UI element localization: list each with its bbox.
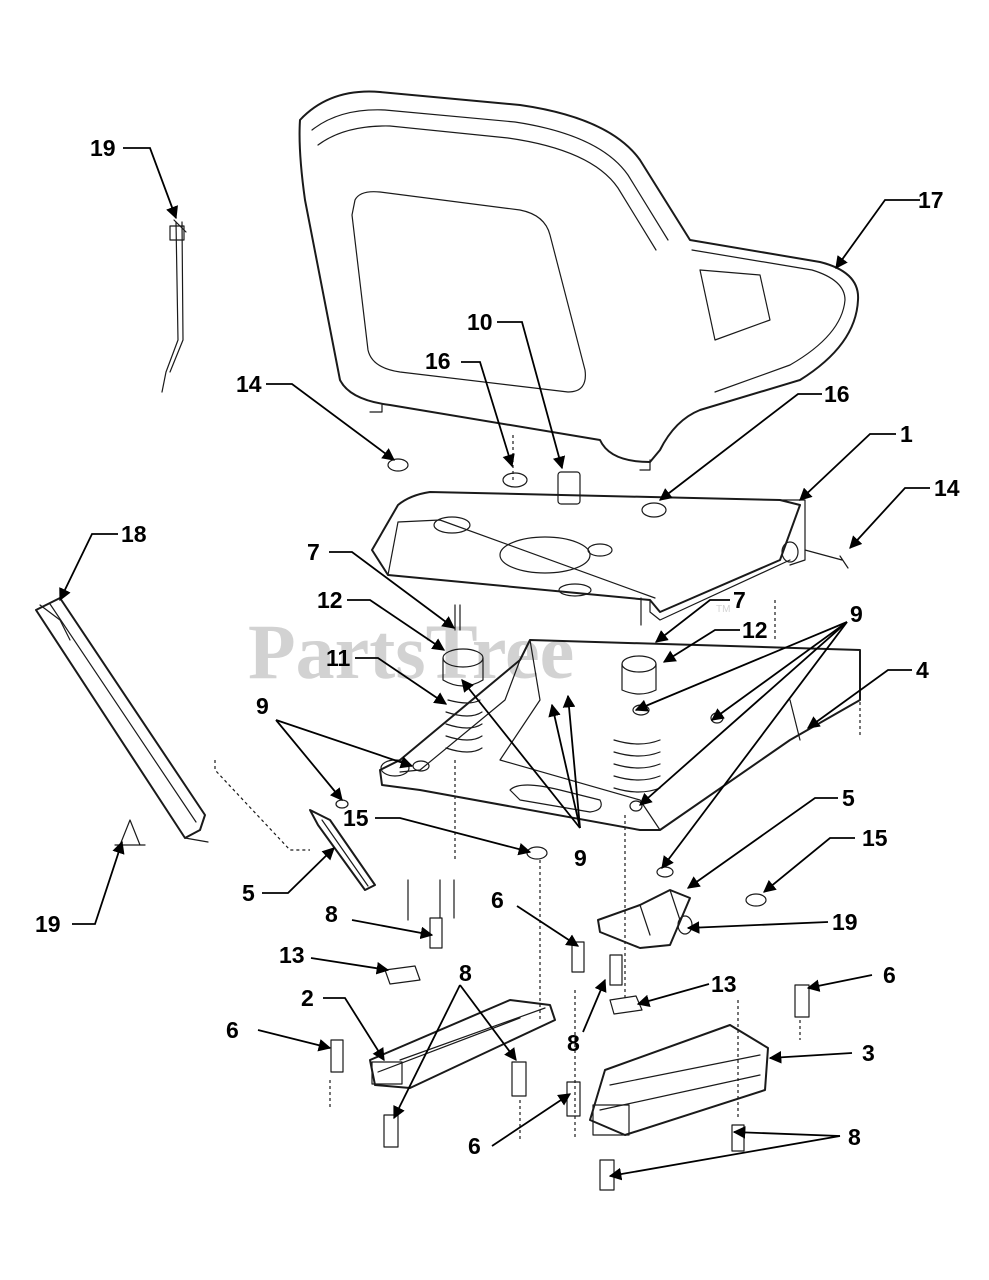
callout-11: 11 (326, 645, 351, 671)
callout-19-top: 19 (90, 135, 116, 161)
seat-pan-part (371, 491, 806, 621)
callout-7-right: 7 (733, 587, 746, 613)
bolts-part-6-8-13 (330, 879, 810, 1191)
bracket-part-5-right (597, 889, 693, 949)
callout-leaders (59, 147, 930, 1181)
watermark-trademark: TM (716, 604, 730, 615)
callout-5-right: 5 (842, 785, 855, 811)
callout-16-right: 16 (824, 381, 850, 407)
callout-19-left: 19 (35, 911, 61, 937)
callout-14-left: 14 (236, 371, 262, 397)
callout-13-left: 13 (279, 942, 305, 968)
callout-6-center: 6 (491, 887, 504, 913)
assembly-guide-lines (214, 435, 861, 1140)
callout-12-right: 12 (742, 617, 768, 643)
slide-rail-part-2 (369, 999, 556, 1089)
seat-rail-part-18 (35, 597, 209, 843)
callout-3: 3 (862, 1040, 875, 1066)
callout-12-left: 12 (317, 587, 343, 613)
callout-8-center: 8 (567, 1030, 580, 1056)
callout-9-center: 9 (574, 845, 587, 871)
callout-16-left: 16 (425, 348, 451, 374)
callout-19-right: 19 (832, 909, 858, 935)
callout-6-right: 6 (883, 962, 896, 988)
callout-6-bottom: 6 (468, 1133, 481, 1159)
callout-15-left: 15 (343, 805, 369, 831)
callout-13-right: 13 (711, 971, 737, 997)
callout-18: 18 (121, 521, 147, 547)
callout-10: 10 (467, 309, 493, 335)
callout-7-left: 7 (307, 539, 320, 565)
callout-9-left: 9 (256, 693, 269, 719)
slide-rail-part-3 (589, 1024, 769, 1136)
callout-6-left: 6 (226, 1017, 239, 1043)
callout-8-middle: 8 (459, 960, 472, 986)
callout-17: 17 (918, 187, 944, 213)
callout-numbers: 17 19 10 16 14 16 1 14 18 7 12 11 9 7 12… (35, 135, 960, 1159)
callout-15-right: 15 (862, 825, 888, 851)
bracket-part-5-left (309, 809, 376, 891)
callout-1: 1 (900, 421, 913, 447)
rod-fastener-part-19 (161, 219, 187, 393)
callout-2: 2 (301, 985, 314, 1011)
callout-4: 4 (916, 657, 929, 683)
callout-14-right: 14 (934, 475, 960, 501)
callout-5-left: 5 (242, 880, 255, 906)
callout-8-right: 8 (848, 1124, 861, 1150)
seat-cushion-part (298, 90, 860, 471)
callout-8-upper: 8 (325, 901, 338, 927)
callout-9-right: 9 (850, 601, 863, 627)
